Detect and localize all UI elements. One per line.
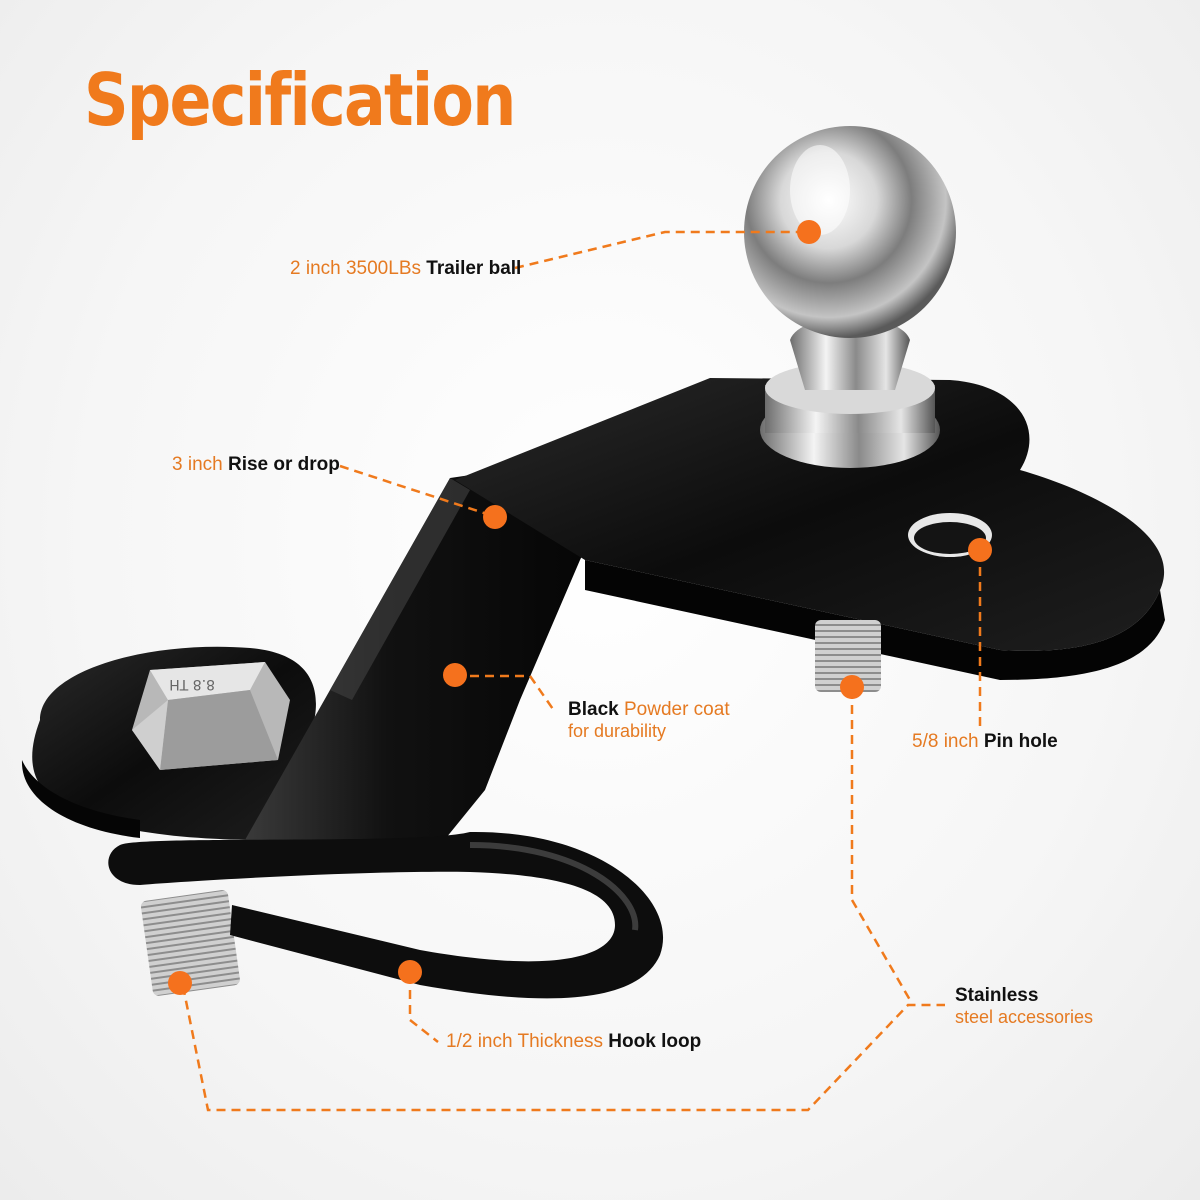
leader-stainless-upper xyxy=(850,690,912,1001)
leader-stainless-lower xyxy=(181,985,945,1112)
hitch-bracket: 8.8 TH xyxy=(21,126,1165,999)
riser-arm xyxy=(245,470,600,870)
callout-rise-or-drop: 3 inch Rise or drop xyxy=(172,454,340,475)
bolt-marking: 8.8 TH xyxy=(169,676,215,692)
leader-rise xyxy=(339,464,491,517)
leader-hook xyxy=(408,975,439,1043)
trailer-ball-shape xyxy=(744,126,956,468)
page-title: Specification xyxy=(84,58,516,142)
upper-stud xyxy=(815,620,881,692)
dot-upper-stud xyxy=(840,675,864,699)
upper-plate xyxy=(455,378,1165,651)
dot-rise xyxy=(483,505,507,529)
dot-trailer-ball xyxy=(797,220,821,244)
hook-loop-shape xyxy=(108,831,664,999)
callout-stainless: Stainless steel accessories xyxy=(955,985,1094,1027)
dot-pin-hole xyxy=(968,538,992,562)
leader-trailer-ball xyxy=(514,230,805,270)
dot-powder xyxy=(443,663,467,687)
leader-powder xyxy=(455,674,557,713)
callout-powder-coat: Black Powder coat for durability xyxy=(568,699,730,741)
dot-lower-stud xyxy=(168,971,192,995)
lower-stud xyxy=(140,890,240,996)
callout-pin-hole: 5/8 inch Pin hole xyxy=(912,731,1058,752)
callout-dots xyxy=(168,220,992,995)
callout-trailer-ball: 2 inch 3500LBs Trailer ball xyxy=(290,258,522,279)
leader-lines xyxy=(181,230,982,1112)
dot-hook-loop xyxy=(398,960,422,984)
callout-hook-loop: 1/2 inch Thickness Hook loop xyxy=(446,1031,702,1052)
hex-bolt: 8.8 TH xyxy=(132,662,290,770)
